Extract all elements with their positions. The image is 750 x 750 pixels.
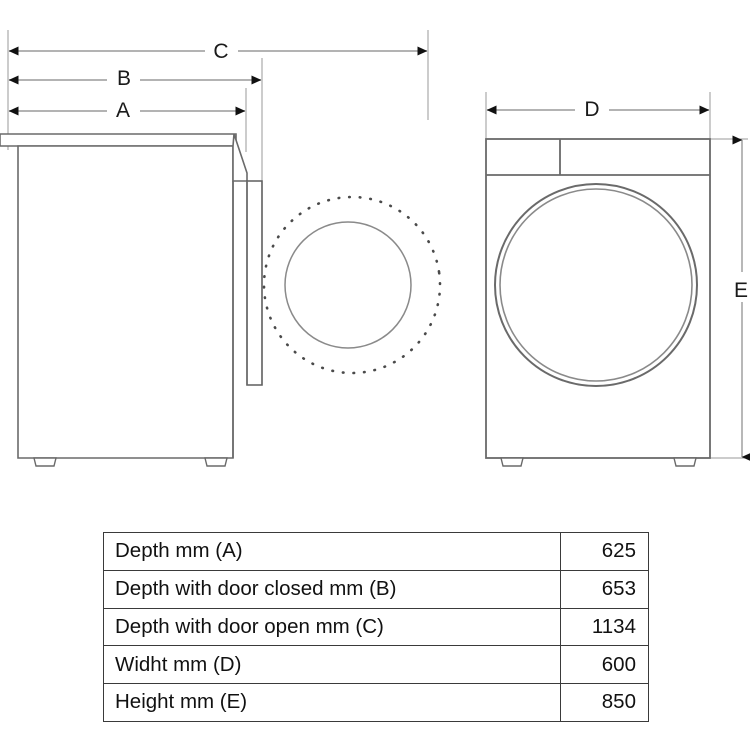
table-row: Depth with door open mm (C) 1134 [103,607,649,647]
spec-value: 625 [560,532,649,571]
side-view-foot-right [204,457,228,467]
table-row: Height mm (E) 850 [103,683,649,722]
table-row: Depth with door closed mm (B) 653 [103,569,649,609]
side-view-body [17,145,234,459]
front-view [485,138,711,467]
spec-value: 600 [560,645,649,685]
spec-label: Height mm (E) [103,683,561,722]
front-view-foot-right [673,457,697,467]
spec-label: Depth with door closed mm (B) [103,569,561,609]
dimension-label-a: A [115,99,130,122]
spec-label: Depth mm (A) [103,532,561,571]
side-view [0,133,263,467]
spec-value: 1134 [560,607,649,647]
specification-table-body: Depth mm (A) 625 Depth with door closed … [103,532,649,722]
spec-label: Depth with door open mm (C) [103,607,561,647]
dimension-label-d: D [584,98,600,121]
table-row: Depth mm (A) 625 [103,532,649,571]
table-row: Widht mm (D) 600 [103,645,649,685]
door-swing-outer-arc [262,195,442,375]
side-view-lid [0,133,237,147]
spec-value: 850 [560,683,649,722]
spec-value: 653 [560,569,649,609]
front-view-door-inner-ring [499,188,693,382]
dimension-arrows [8,46,750,462]
door-swing-arc [262,195,442,375]
specification-table: Depth mm (A) 625 Depth with door closed … [103,532,649,722]
dimension-label-b: B [116,67,131,90]
front-view-foot-left [500,457,524,467]
side-view-foot-left [33,457,57,467]
side-view-chamfer [232,133,248,182]
side-view-door-circle [284,221,412,349]
side-view-door-strip [246,180,263,386]
dimension-label-e: E [733,279,748,302]
spec-label: Widht mm (D) [103,645,561,685]
dimension-label-c: C [213,40,229,63]
